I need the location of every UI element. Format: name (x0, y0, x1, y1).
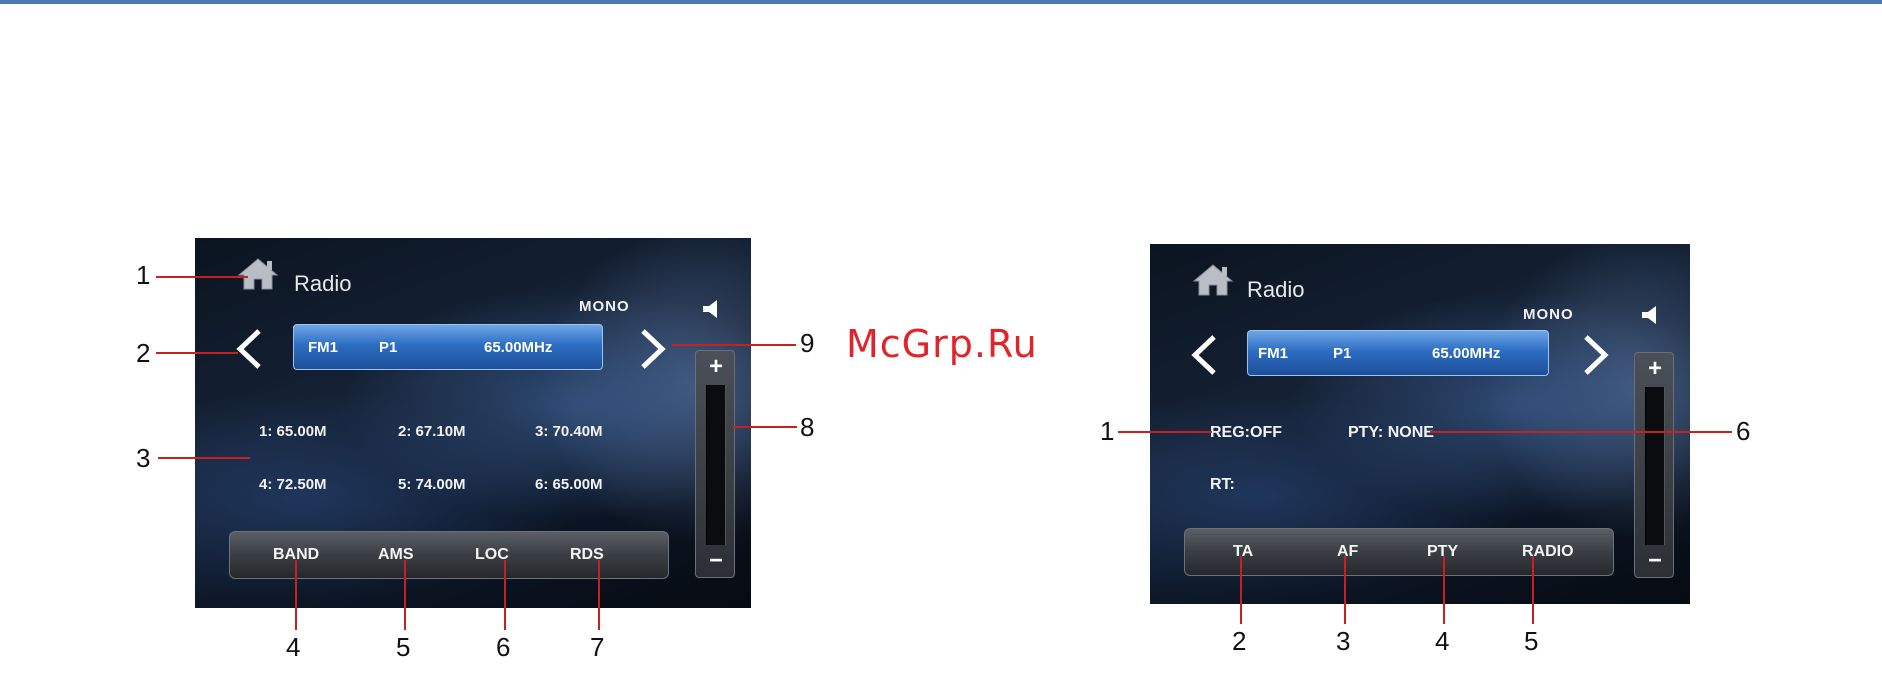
volume-track[interactable] (1645, 387, 1665, 545)
callout-label: 1 (136, 260, 150, 291)
reg-status: REG:OFF (1210, 424, 1282, 442)
callout-line (1344, 556, 1346, 624)
callout-label: 6 (496, 632, 510, 663)
stereo-mode-indicator: MONO (579, 298, 630, 315)
radio-button[interactable]: RADIO (1522, 543, 1574, 561)
volume-down-button[interactable]: − (1635, 547, 1675, 575)
callout-line (404, 560, 406, 630)
band-label: FM1 (308, 339, 338, 356)
callout-label: 2 (136, 338, 150, 369)
page-title: Radio (294, 271, 351, 297)
callout-label: 6 (1736, 416, 1750, 447)
af-button[interactable]: AF (1337, 543, 1358, 561)
preset-2[interactable]: 2: 67.10M (398, 423, 466, 440)
volume-slider[interactable]: + − (695, 350, 735, 578)
volume-slider[interactable]: + − (1634, 352, 1674, 578)
speaker-icon (1640, 304, 1662, 326)
callout-label: 4 (286, 632, 300, 663)
callout-line (1443, 556, 1445, 624)
page-title: Radio (1247, 277, 1304, 303)
preset-4[interactable]: 4: 72.50M (259, 476, 327, 493)
preset-5[interactable]: 5: 74.00M (398, 476, 466, 493)
frequency-value: 65.00MHz (484, 339, 552, 356)
home-icon[interactable] (237, 257, 279, 291)
callout-label: 8 (800, 412, 814, 443)
home-icon[interactable] (1192, 263, 1234, 297)
callout-label: 2 (1232, 626, 1246, 657)
callout-line (158, 457, 250, 459)
radio-text-label: RT: (1210, 476, 1235, 494)
stereo-mode-indicator: MONO (1523, 306, 1574, 323)
rds-button-bar: TA AF PTY RADIO (1184, 528, 1614, 576)
callout-line (504, 560, 506, 630)
preset-3[interactable]: 3: 70.40M (535, 423, 603, 440)
callout-line (1430, 431, 1732, 433)
band-label: FM1 (1258, 345, 1288, 362)
callout-line (1240, 556, 1242, 624)
prev-station-arrow[interactable] (235, 328, 263, 370)
callout-line (156, 276, 248, 278)
callout-label: 5 (1524, 626, 1538, 657)
volume-up-button[interactable]: + (1635, 355, 1675, 383)
callout-label: 4 (1435, 626, 1449, 657)
callout-label: 5 (396, 632, 410, 663)
preset-label: P1 (1333, 345, 1351, 362)
callout-label: 1 (1100, 416, 1114, 447)
callout-line (295, 560, 297, 630)
callout-label: 9 (800, 328, 814, 359)
ta-button[interactable]: TA (1233, 543, 1253, 561)
callout-line (733, 426, 797, 428)
callout-line (672, 344, 796, 346)
speaker-icon (701, 298, 723, 320)
callout-line (1118, 431, 1212, 433)
next-station-arrow[interactable] (639, 328, 667, 370)
watermark: McGrp.Ru (846, 322, 1038, 366)
frequency-display: FM1 P1 65.00MHz (293, 324, 603, 370)
preset-1[interactable]: 1: 65.00M (259, 423, 327, 440)
callout-label: 7 (590, 632, 604, 663)
callout-label: 3 (1336, 626, 1350, 657)
frequency-value: 65.00MHz (1432, 345, 1500, 362)
pty-status: PTY: NONE (1348, 424, 1434, 442)
volume-up-button[interactable]: + (696, 353, 736, 381)
next-station-arrow[interactable] (1582, 334, 1610, 376)
ams-button[interactable]: AMS (378, 546, 414, 564)
callout-label: 3 (136, 443, 150, 474)
top-rule (0, 0, 1882, 4)
radio-screen-rds: Radio MONO FM1 P1 65.00MHz REG:OFF PTY: … (1150, 244, 1690, 604)
callout-line (598, 560, 600, 630)
frequency-display: FM1 P1 65.00MHz (1247, 330, 1549, 376)
volume-down-button[interactable]: − (696, 547, 736, 575)
preset-label: P1 (379, 339, 397, 356)
preset-6[interactable]: 6: 65.00M (535, 476, 603, 493)
callout-line (1532, 556, 1534, 624)
volume-track[interactable] (706, 385, 726, 545)
callout-line (156, 352, 238, 354)
radio-screen-presets: Radio MONO FM1 P1 65.00MHz 1: 65.00M 2: … (195, 238, 751, 608)
prev-station-arrow[interactable] (1190, 334, 1218, 376)
